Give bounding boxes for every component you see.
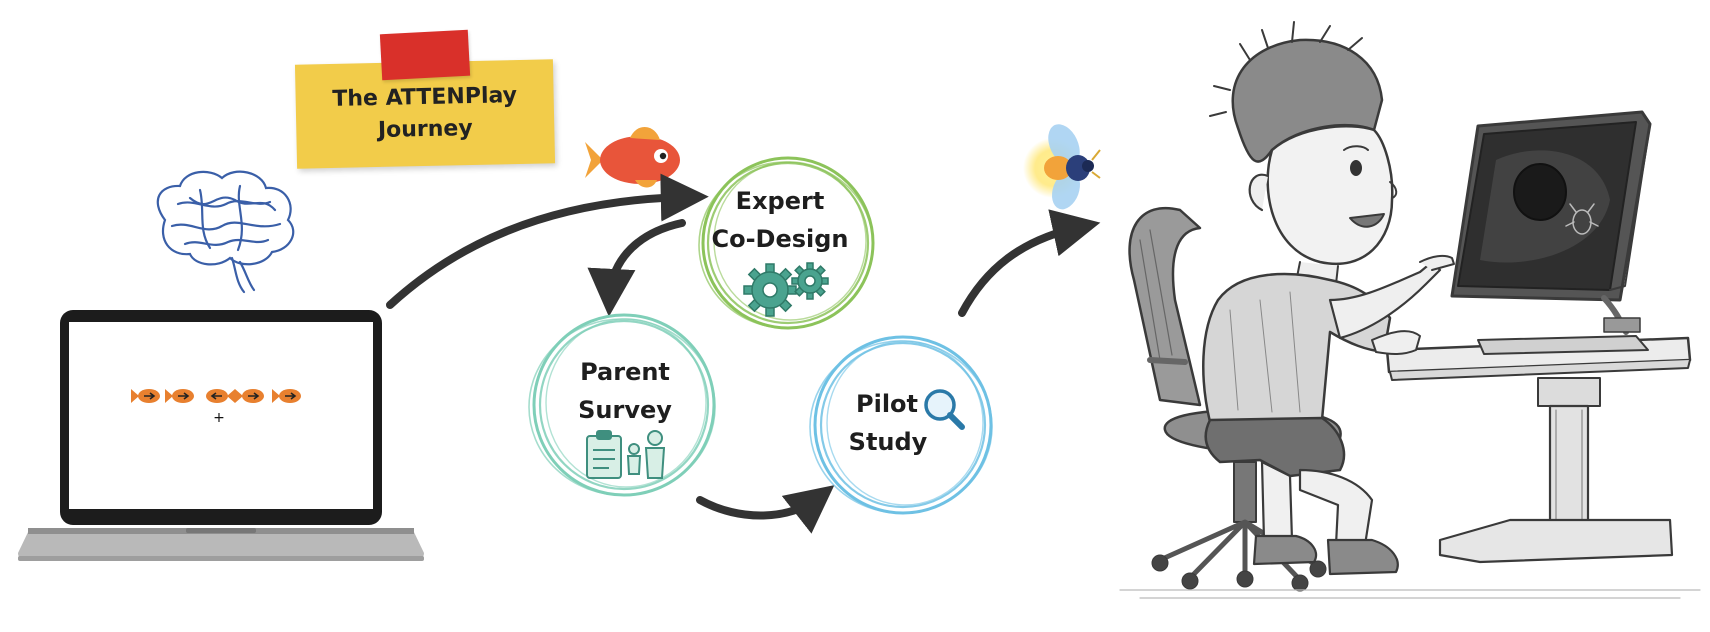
monitor bbox=[1450, 110, 1652, 335]
gears-icon bbox=[743, 262, 829, 317]
parent-survey-circle bbox=[528, 313, 716, 497]
title-line-1: The ATTENPlay bbox=[332, 83, 518, 112]
tape-strip bbox=[379, 29, 471, 81]
stage-label-expert-line1: Expert bbox=[735, 187, 825, 215]
brain-icon bbox=[156, 170, 295, 294]
journey-arrows bbox=[386, 173, 1101, 534]
flanker-stimulus bbox=[131, 389, 301, 403]
pilot-study-circle bbox=[809, 335, 993, 515]
family-icon bbox=[626, 430, 666, 479]
arrow-expert-to-parent bbox=[587, 219, 686, 317]
arrow-parent-to-pilot bbox=[696, 485, 835, 534]
clipboard-icon bbox=[586, 430, 622, 479]
child bbox=[1202, 21, 1455, 576]
fish-stimulus-1 bbox=[131, 389, 160, 403]
arrow-laptop-to-expert bbox=[386, 173, 709, 309]
fish-icon bbox=[585, 126, 680, 188]
stage-label-parent-survey: Parent Survey bbox=[535, 353, 715, 429]
magnifier-icon bbox=[924, 389, 965, 430]
stage-label-expert-codesign: Expert Co-Design bbox=[690, 182, 870, 258]
stage-label-parent-line1: Parent bbox=[580, 358, 670, 386]
laptop-icon bbox=[18, 310, 424, 561]
fish-stimulus-4 bbox=[235, 389, 264, 403]
stage-label-pilot-study: Pilot Study bbox=[818, 385, 958, 461]
stage-label-expert-line2: Co-Design bbox=[711, 225, 849, 253]
title-line-2: Journey bbox=[377, 116, 473, 143]
child-at-computer-illustration bbox=[1119, 21, 1701, 599]
fixation-cross: + bbox=[213, 410, 225, 426]
stage-label-pilot-line1: Pilot bbox=[856, 390, 919, 418]
desk bbox=[1385, 335, 1692, 564]
stage-label-parent-line2: Survey bbox=[578, 396, 672, 424]
firefly-icon bbox=[1023, 124, 1101, 210]
fish-stimulus-2 bbox=[165, 389, 194, 403]
fish-stimulus-3 bbox=[206, 389, 235, 403]
fish-stimulus-5 bbox=[272, 389, 301, 403]
expert-codesign-circle bbox=[698, 156, 875, 330]
stage-label-pilot-line2: Study bbox=[848, 428, 928, 456]
arrow-pilot-to-child bbox=[958, 209, 1101, 317]
